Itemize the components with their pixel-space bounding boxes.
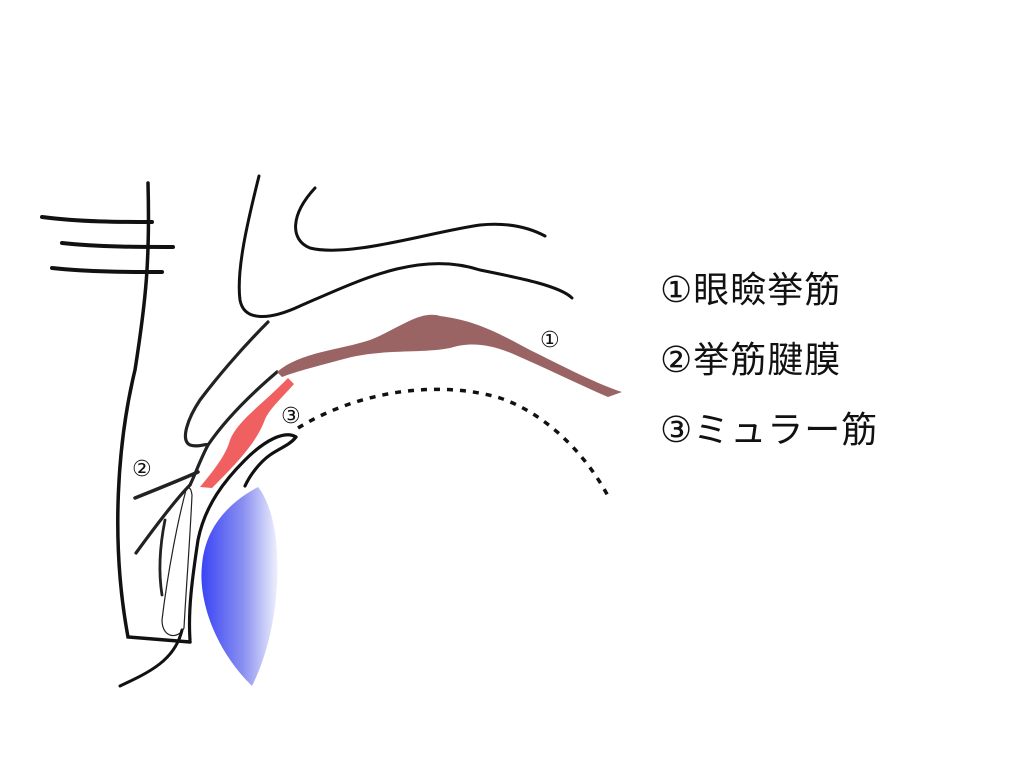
orbicularis-sliver — [161, 487, 193, 637]
legend-item-levator-aponeurosis: ②挙筋腱膜 — [660, 340, 842, 381]
marker-1: ① — [540, 328, 560, 353]
tarsal-plate — [187, 433, 298, 642]
globe-dashed-outline — [297, 387, 612, 501]
muller-muscle-shape — [200, 378, 294, 488]
orbital-structures — [237, 174, 574, 318]
marker-3: ③ — [281, 404, 301, 429]
levator-muscle-shape — [277, 314, 622, 397]
legend: ①眼瞼挙筋 ②挙筋腱膜 ③ミュラー筋 — [660, 256, 878, 466]
lower-lid-line — [118, 628, 184, 688]
legend-item-levator-muscle: ①眼瞼挙筋 — [660, 270, 842, 311]
brow-skin-outline — [40, 181, 192, 644]
marker-2: ② — [132, 457, 152, 482]
eyeball-shape — [201, 487, 278, 686]
legend-item-muller-muscle: ③ミュラー筋 — [660, 410, 879, 451]
